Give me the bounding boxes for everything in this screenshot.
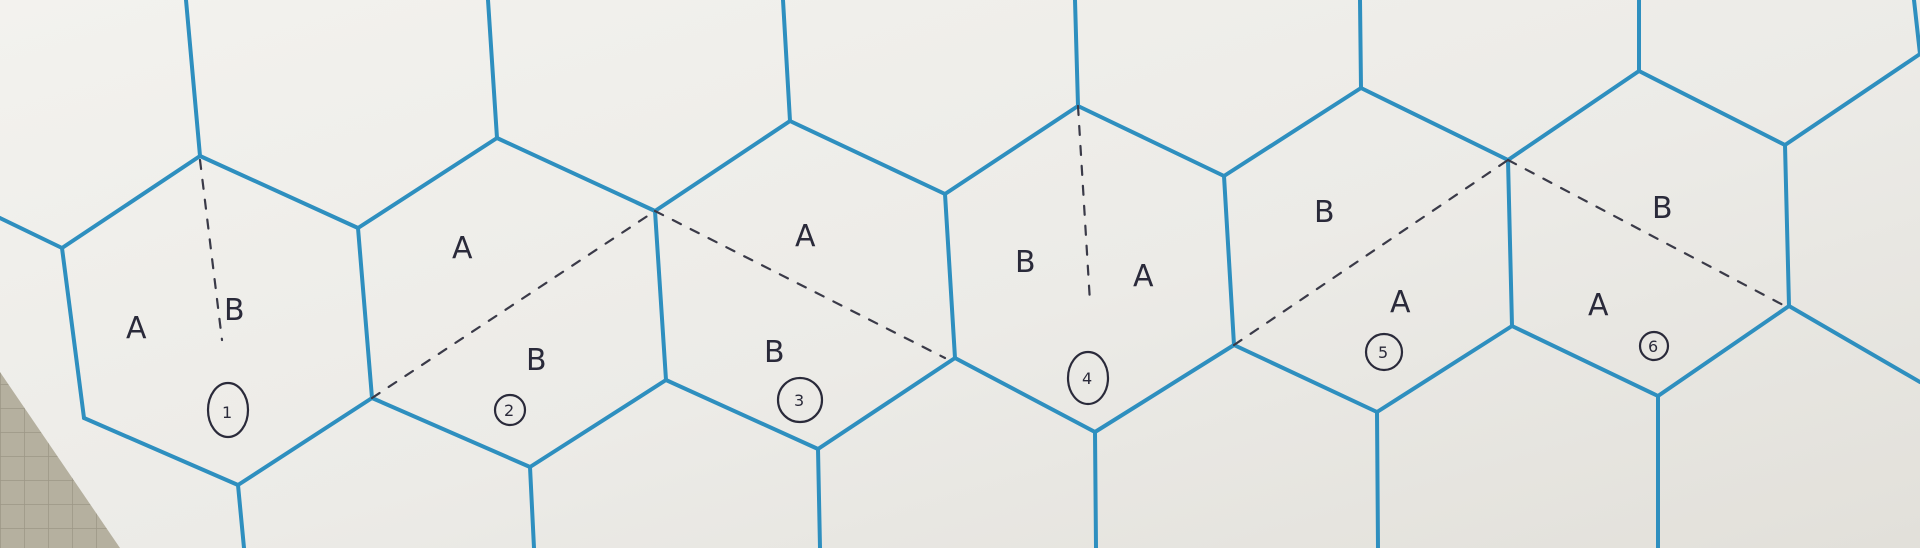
hex-1-side-b: B bbox=[224, 293, 245, 328]
hex-2-side-a: A bbox=[452, 231, 473, 266]
hex-6-side-b: B bbox=[1652, 191, 1673, 226]
hex-6-number-circle bbox=[1638, 330, 1670, 362]
hex-2-annotation: A B 2 bbox=[452, 231, 547, 427]
hex-4-side-a: B bbox=[1015, 245, 1036, 280]
hex-3-number-circle bbox=[776, 376, 824, 424]
hex-2-side-b: B bbox=[526, 343, 547, 378]
dashed-division-lines bbox=[198, 104, 1787, 400]
hex-5-side-b: A bbox=[1390, 285, 1411, 320]
hex-6-number: 6 bbox=[1648, 337, 1658, 356]
hex-1-side-a: A bbox=[126, 311, 147, 346]
hex-3-side-a: A bbox=[795, 219, 816, 254]
hex-6-annotation: A B 6 bbox=[1588, 191, 1673, 362]
hex-4-number: 4 bbox=[1082, 369, 1092, 388]
hex-1-annotation: A B 1 bbox=[126, 293, 250, 439]
hex-5-number: 5 bbox=[1378, 343, 1388, 362]
hex-5-annotation: B A 5 bbox=[1314, 195, 1411, 372]
hex-4-annotation: B A 4 bbox=[1015, 245, 1154, 406]
hex-4-side-b: A bbox=[1133, 259, 1154, 294]
hex-5-number-circle bbox=[1364, 332, 1404, 372]
hex-5-side-a: B bbox=[1314, 195, 1335, 230]
hex-1-number-circle bbox=[206, 381, 250, 439]
hex-2-number: 2 bbox=[504, 401, 514, 420]
hex-3-number: 3 bbox=[794, 391, 804, 410]
hex-3-side-b: B bbox=[764, 335, 785, 370]
hex-1-number: 1 bbox=[222, 403, 232, 422]
hex-2-number-circle bbox=[493, 393, 527, 427]
hex-4-number-circle bbox=[1066, 350, 1110, 406]
hex-6-side-a: A bbox=[1588, 288, 1609, 323]
hex-3-annotation: A B 3 bbox=[764, 219, 824, 424]
